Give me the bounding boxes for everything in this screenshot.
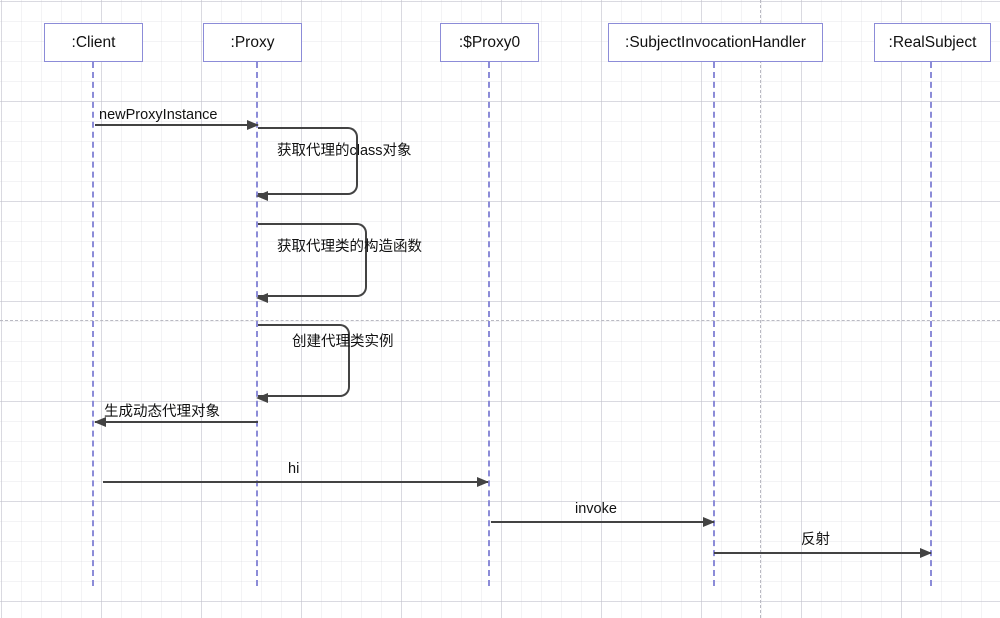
message-arrowhead-m8 [920, 547, 932, 558]
message-label-m6: hi [288, 461, 300, 477]
lifeline-header-proxy[interactable]: :Proxy [203, 23, 302, 62]
self-call-label-s3: 创建代理类实例 [292, 334, 394, 350]
message-arrowhead-m5 [94, 416, 106, 427]
self-call-label-s2: 获取代理类的构造函数 [277, 239, 422, 255]
message-arrowhead-m1 [247, 119, 259, 130]
message-label-m5: 生成动态代理对象 [104, 404, 220, 420]
page-guide-horizontal-0 [0, 320, 1000, 321]
self-call-loop-s1[interactable] [258, 127, 358, 195]
lifeline-label-proxy0: :$Proxy0 [458, 33, 521, 51]
lifeline-dashed-line-proxy0 [488, 62, 490, 586]
message-line-m5[interactable] [95, 421, 258, 423]
message-line-m8[interactable] [714, 552, 931, 554]
self-call-arrowhead-s3 [256, 392, 268, 403]
page-guide-vertical-0 [760, 0, 761, 618]
self-call-label-s1: 获取代理的class对象 [277, 143, 412, 159]
lifeline-header-handler[interactable]: :SubjectInvocationHandler [608, 23, 823, 62]
lifeline-dashed-line-handler [713, 62, 715, 586]
message-label-m8: 反射 [801, 532, 830, 548]
self-call-loop-s3[interactable] [258, 324, 350, 397]
self-call-loop-s2[interactable] [258, 223, 367, 297]
self-call-arrowhead-s2 [256, 292, 268, 303]
message-line-m1[interactable] [95, 124, 258, 126]
message-arrowhead-m6 [477, 476, 489, 487]
lifeline-label-real: :RealSubject [888, 33, 977, 51]
lifeline-dashed-line-client [92, 62, 94, 586]
message-line-m7[interactable] [491, 521, 714, 523]
self-call-arrowhead-s1 [256, 190, 268, 201]
lifeline-dashed-line-real [930, 62, 932, 586]
lifeline-header-real[interactable]: :RealSubject [874, 23, 991, 62]
message-arrowhead-m7 [703, 516, 715, 527]
lifeline-label-client: :Client [71, 33, 116, 51]
message-label-m1: newProxyInstance [99, 107, 218, 123]
lifeline-header-proxy0[interactable]: :$Proxy0 [440, 23, 539, 62]
lifeline-header-client[interactable]: :Client [44, 23, 143, 62]
lifeline-label-proxy: :Proxy [230, 33, 275, 51]
lifeline-dashed-line-proxy [256, 62, 258, 586]
lifeline-label-handler: :SubjectInvocationHandler [625, 33, 806, 51]
message-line-m6[interactable] [103, 481, 488, 483]
message-label-m7: invoke [575, 501, 617, 517]
